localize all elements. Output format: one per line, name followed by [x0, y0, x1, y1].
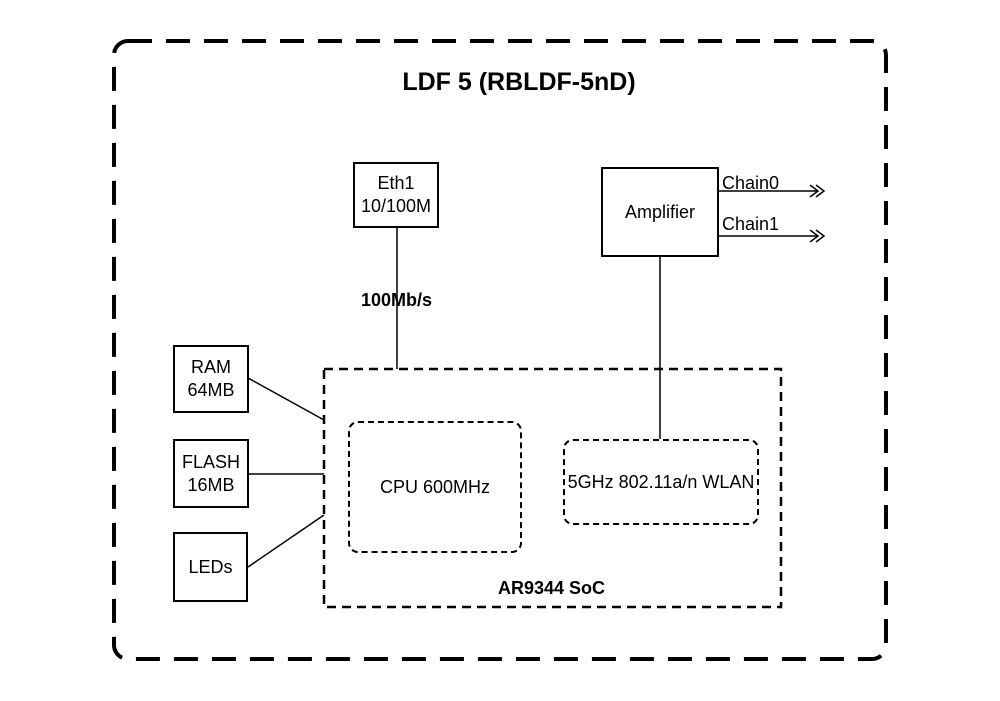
soc-outline — [322, 367, 783, 609]
flash-label: FLASH — [181, 451, 241, 472]
eth-port-speed: 10/100M — [360, 196, 432, 216]
diagram-title: LDF 5 (RBLDF-5nD) — [402, 68, 636, 96]
cpu-frequency: 600MHz — [423, 476, 491, 497]
chain0-label: Chain0 — [722, 173, 780, 193]
chain0-antenna-icon-2 — [815, 184, 826, 198]
device-outline — [112, 39, 888, 661]
ram-box: RAM 64MB — [173, 345, 249, 413]
leds-box: LEDs — [173, 532, 248, 602]
wlan-box: 5GHz 802.11a/n WLAN — [563, 439, 759, 525]
soc-label: AR9344 SoC — [498, 578, 606, 598]
wlan-band: 5GHz 802.11a/n — [567, 471, 698, 492]
cpu-box: CPU 600MHz — [348, 421, 522, 553]
flash-box: FLASH 16MB — [173, 439, 249, 508]
amplifier-label: Amplifier — [624, 201, 695, 222]
eth-port-box: Eth1 10/100M — [353, 162, 439, 228]
eth-port-name: Eth1 — [377, 173, 415, 193]
amplifier-box: Amplifier — [601, 167, 719, 257]
leds-soc-line — [247, 514, 325, 568]
chain1-antenna-icon — [809, 229, 820, 243]
cpu-label: CPU — [379, 476, 418, 497]
chain1-antenna-icon-2 — [815, 229, 826, 243]
ram-size: 64MB — [187, 380, 235, 400]
leds-label: LEDs — [188, 556, 233, 577]
link-speed-label: 100Mb/s — [361, 290, 433, 310]
wlan-label: WLAN — [702, 471, 755, 492]
chain1-label: Chain1 — [722, 214, 780, 234]
ram-soc-line — [247, 377, 325, 421]
flash-size: 16MB — [187, 474, 235, 495]
chain0-antenna-icon — [809, 184, 820, 198]
ram-label: RAM — [191, 357, 231, 377]
